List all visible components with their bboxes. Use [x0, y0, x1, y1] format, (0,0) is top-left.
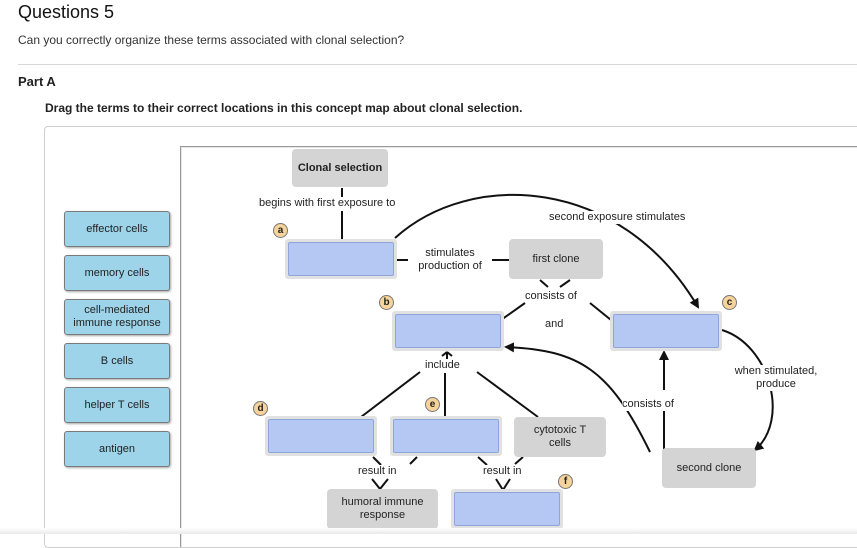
- badge-d: d: [253, 401, 268, 416]
- drop-slot[interactable]: [288, 242, 394, 276]
- connector-lines: [341, 188, 774, 491]
- drop-slot[interactable]: [613, 314, 719, 348]
- badge-a: a: [273, 223, 288, 238]
- node-second-clone: second clone: [662, 448, 756, 488]
- node-first-clone: first clone: [509, 239, 603, 279]
- drop-target-b[interactable]: [392, 311, 504, 351]
- term-cell-mediated-immune-response[interactable]: cell-mediated immune response: [64, 299, 170, 335]
- drop-slot[interactable]: [393, 419, 499, 453]
- term-effector-cells[interactable]: effector cells: [64, 211, 170, 247]
- node-humoral-immune-response: humoral immune response: [327, 489, 438, 529]
- drop-target-d[interactable]: [265, 416, 377, 456]
- link-stimulates-production: stimulates production of: [408, 247, 492, 273]
- link-consists-of-second: consists of: [622, 398, 674, 411]
- question-prompt: Can you correctly organize these terms a…: [18, 33, 405, 47]
- divider: [18, 64, 857, 65]
- badge-e: e: [425, 397, 440, 412]
- link-and: and: [545, 318, 564, 331]
- node-cytotoxic-t-cells: cytotoxic T cells: [514, 417, 606, 457]
- badge-b: b: [379, 295, 394, 310]
- drop-slot[interactable]: [454, 492, 560, 526]
- badge-f: f: [558, 474, 573, 489]
- drop-target-e[interactable]: [390, 416, 502, 456]
- link-result-in-cytotoxic: result in: [483, 465, 522, 478]
- link-consists-of-first: consists of: [525, 290, 577, 303]
- drop-slot[interactable]: [268, 419, 374, 453]
- page-bottom-shade: [0, 528, 857, 534]
- term-memory-cells[interactable]: memory cells: [64, 255, 170, 291]
- drop-target-a[interactable]: [285, 239, 397, 279]
- instruction-text: Drag the terms to their correct location…: [45, 101, 523, 115]
- node-clonal-selection: Clonal selection: [292, 149, 388, 187]
- drop-target-f[interactable]: [451, 489, 563, 529]
- part-label: Part A: [18, 74, 56, 89]
- link-include: include: [425, 359, 460, 372]
- drop-target-c[interactable]: [610, 311, 722, 351]
- drop-slot[interactable]: [395, 314, 501, 348]
- badge-c: c: [722, 295, 737, 310]
- link-second-exposure: second exposure stimulates: [549, 211, 686, 224]
- term-b-cells[interactable]: B cells: [64, 343, 170, 379]
- link-begins-with: begins with first exposure to: [259, 197, 396, 210]
- link-when-stimulated: when stimulated, produce: [726, 365, 826, 391]
- question-title: Questions 5: [18, 2, 115, 22]
- term-antigen[interactable]: antigen: [64, 431, 170, 467]
- link-result-in-humoral: result in: [358, 465, 397, 478]
- term-helper-t-cells[interactable]: helper T cells: [64, 387, 170, 423]
